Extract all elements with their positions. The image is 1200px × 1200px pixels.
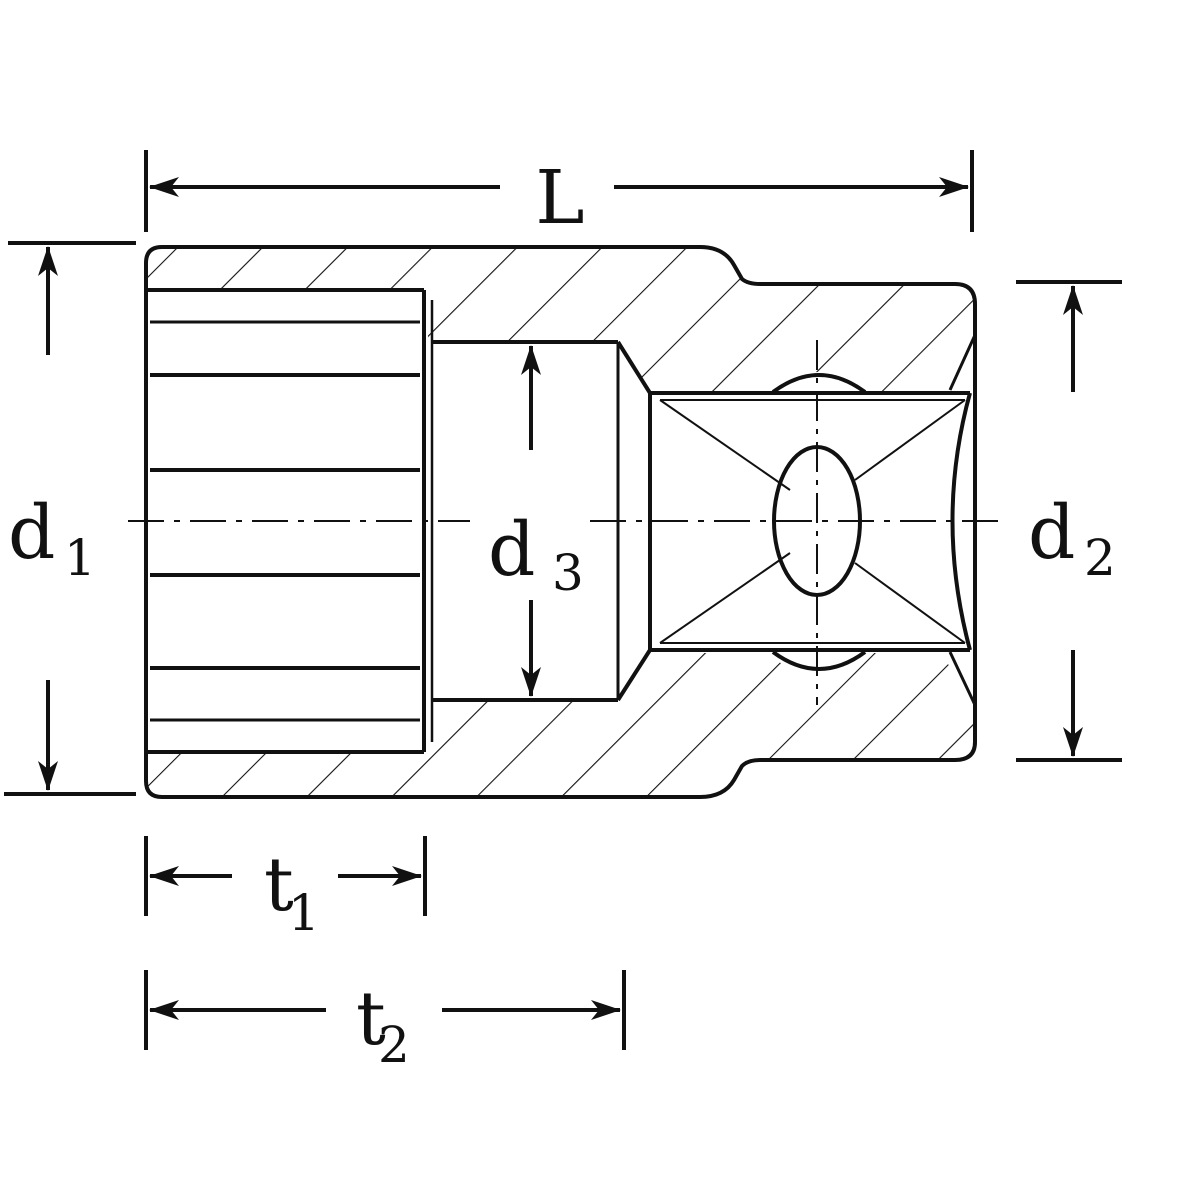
dimension-t1: [144, 836, 427, 916]
twelve-point-cavity: [148, 288, 434, 754]
square-drive: [648, 334, 977, 706]
dimension-l: [144, 150, 974, 232]
label-d1-subscript: 1: [64, 529, 96, 587]
dimension-d2: [1016, 280, 1122, 762]
label-t1: t: [264, 842, 294, 928]
label-d3-subscript: 3: [552, 544, 584, 602]
label-d2: d: [1028, 490, 1075, 576]
label-t2: t: [356, 976, 386, 1062]
label-d1: d: [8, 490, 55, 576]
label-d2-subscript: 2: [1084, 529, 1116, 587]
dimension-t2: [144, 970, 626, 1050]
dimension-d1: [4, 241, 136, 796]
label-t1-subscript: 1: [288, 884, 320, 942]
label-t2-subscript: 2: [378, 1016, 410, 1074]
label-d3: d: [488, 507, 535, 593]
label-l: L: [535, 155, 584, 241]
center-lines: [128, 340, 1005, 705]
